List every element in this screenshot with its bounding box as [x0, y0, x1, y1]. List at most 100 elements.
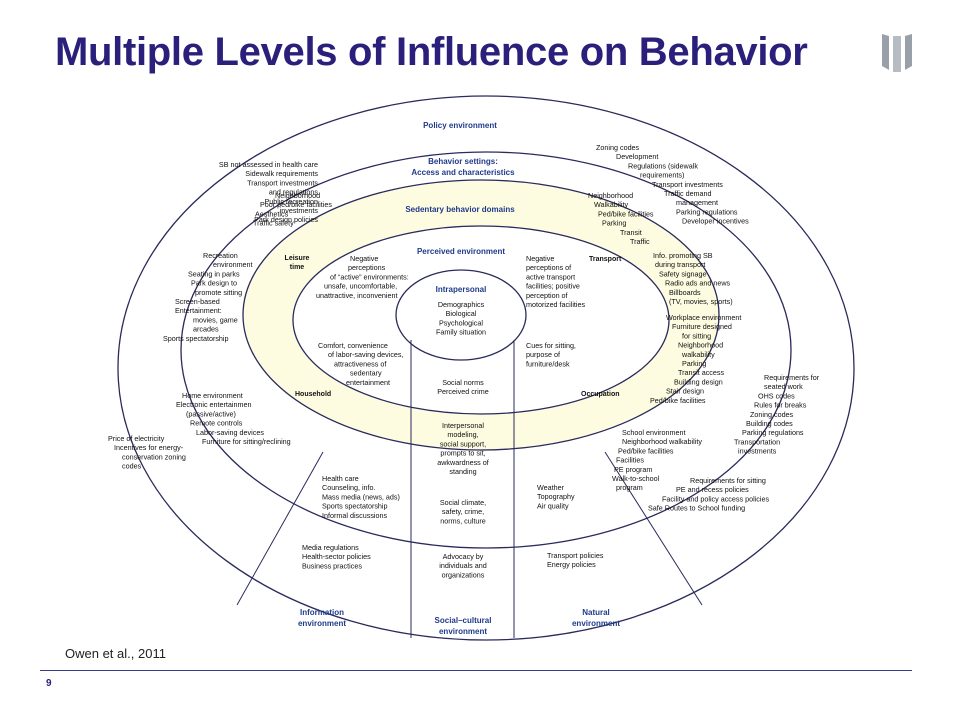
- perceived-right-top-line: perception of: [526, 291, 568, 300]
- settings-right-school-line: Ped/bike facilities: [618, 446, 674, 455]
- settings-left-mid-line: Park design to: [191, 279, 237, 288]
- settings-right-work-line: Workplace environment: [666, 313, 741, 322]
- footer-divider: [40, 670, 912, 671]
- intrapersonal-item-line: Demographics: [438, 300, 485, 309]
- policy-right-top-line: Traffic demand: [664, 189, 712, 198]
- settings-right-top-line: Neighborhood: [588, 191, 633, 200]
- column-interpersonal-line: standing: [449, 467, 476, 476]
- perceived-left-bottom-line: of labor-saving devices,: [328, 350, 404, 359]
- settings-right-work-line: Transit access: [678, 368, 724, 377]
- settings-right-work-line: Furniture designed: [672, 322, 732, 331]
- natural-lower-line: Transport policies: [547, 551, 604, 560]
- policy-ring: [117, 95, 855, 641]
- perceived-right-top-line: facilities; positive: [526, 282, 580, 291]
- citation: Owen et al., 2011: [65, 646, 166, 661]
- column-advocacy-line: organizations: [442, 570, 485, 579]
- perceived-left-top-line: unsafe, uncomfortable,: [324, 282, 397, 291]
- natural-upper-line: Weather: [537, 483, 565, 492]
- page-number: 9: [46, 678, 52, 689]
- settings-right-school-line: program: [616, 483, 643, 492]
- social-cultural-label-2: environment: [439, 627, 487, 636]
- policy-right-bottom-line: Facility and policy access policies: [662, 494, 769, 503]
- domain-leisure-2: time: [290, 264, 305, 271]
- intrapersonal-ring: [395, 269, 527, 361]
- policy-left-top-line: SB not assessed in health care: [219, 160, 318, 169]
- policy-right-top-line: Developer incentives: [682, 217, 749, 226]
- natural-label-2: environment: [572, 619, 620, 628]
- natural-lower-line: Energy policies: [547, 560, 596, 569]
- information-upper-line: Informal discussions: [322, 511, 388, 520]
- settings-right-top-line: Transit: [620, 228, 642, 237]
- settings-left-home-line: (passive/active): [186, 409, 236, 418]
- settings-right-mid-line: Radio ads and news: [665, 279, 731, 288]
- perceived-left-bottom-line: sedentary: [350, 369, 382, 378]
- policy-right-bottom-line: Safe Routes to School funding: [648, 504, 745, 513]
- policy-right-mid-line: seated work: [764, 382, 803, 391]
- column-social-climate-line: Social climate,: [440, 498, 486, 507]
- settings-right-work-line: Building design: [674, 377, 723, 386]
- settings-left-home-line: Electronic entertainmen: [176, 400, 252, 409]
- settings-left-mid-line: arcades: [193, 325, 219, 334]
- sedentary-label: Sedentary behavior domains: [405, 205, 515, 214]
- settings-left-home-line: Remote controls: [190, 419, 243, 428]
- information-upper-line: Health care: [322, 474, 359, 483]
- settings-right-top-line: Parking: [602, 219, 626, 228]
- policy-right-mid-line: investments: [738, 447, 777, 456]
- policy-right-top-line: management: [676, 198, 718, 207]
- column-interpersonal-line: modeling,: [447, 430, 478, 439]
- natural-label-1: Natural: [582, 608, 610, 617]
- perceived-right-bottom-line: Cues for sitting,: [526, 341, 576, 350]
- settings-left-mid-line: Entertainment:: [175, 306, 222, 315]
- settings-right-school-line: Neighborhood walkability: [622, 437, 702, 446]
- perceived-right-bottom-line: furniture/desk: [526, 359, 570, 368]
- policy-right-mid-line: Rules for breaks: [754, 401, 807, 410]
- settings-left-top-line: Traffic safety: [253, 219, 294, 228]
- natural-upper-line: Air quality: [537, 501, 569, 510]
- column-interpersonal-line: prompts to sit,: [440, 449, 485, 458]
- policy-right-mid-line: Requirements for: [764, 373, 820, 382]
- settings-right-school-line: School environment: [622, 428, 686, 437]
- domain-transport: Transport: [589, 256, 622, 263]
- column-advocacy-line: Advocacy by: [443, 552, 484, 561]
- domain-household: Household: [295, 391, 331, 398]
- settings-right-top-line: Traffic: [630, 237, 650, 246]
- settings-left-home-line: Furniture for sitting/reclining: [202, 437, 291, 446]
- perceived-left-top-line: Negative: [350, 254, 378, 263]
- settings-left-top-line: Aesthetics: [255, 209, 289, 218]
- divider-natural: [604, 451, 703, 606]
- policy-left-top-line: Park design policies: [254, 215, 318, 224]
- intrapersonal-item-line: Biological: [446, 309, 477, 318]
- information-lower-line: Media regulations: [302, 543, 359, 552]
- perceived-label: Perceived environment: [417, 247, 505, 256]
- settings-left-mid-line: Sports spectatorship: [163, 334, 229, 343]
- perceived-left-top-line: of “active” environments:: [330, 272, 409, 281]
- column-social-norms-line: Social norms: [442, 378, 484, 387]
- settings-left-mid-line: Seating in parks: [188, 269, 240, 278]
- policy-right-bottom-line: Requirements for sitting: [690, 476, 766, 485]
- divider-info: [236, 451, 324, 606]
- natural-upper-line: Topography: [537, 492, 575, 501]
- perceived-left-bottom-line: entertainment: [346, 378, 390, 387]
- information-lower-line: Business practices: [302, 561, 362, 570]
- policy-right-mid-line: Parking regulations: [742, 428, 804, 437]
- settings-right-top-line: Walkability: [594, 200, 628, 209]
- policy-right-mid-line: OHS codes: [758, 391, 795, 400]
- perceived-left-bottom-line: attractiveness of: [334, 359, 386, 368]
- settings-right-mid-line: Billboards: [669, 288, 701, 297]
- policy-right-top-line: Parking regulations: [676, 207, 738, 216]
- column-social-climate-line: norms, culture: [440, 516, 486, 525]
- settings-right-work-line: walkability: [681, 350, 715, 359]
- settings-left-home-line: Labor-saving devices: [196, 428, 264, 437]
- perceived-left-top-line: perceptions: [348, 263, 386, 272]
- slide-title: Multiple Levels of Influence on Behavior: [55, 30, 808, 74]
- policy-right-top-line: Zoning codes: [596, 143, 640, 152]
- settings-right-top-line: Ped/bike facilities: [598, 209, 654, 218]
- settings-right-mid-line: Info. promoting SB: [653, 251, 713, 260]
- information-label-1: Information: [300, 608, 344, 617]
- settings-right-school-line: Walk-to-school: [612, 474, 660, 483]
- settings-ring: [180, 151, 792, 549]
- information-upper-line: Counseling, info.: [322, 483, 376, 492]
- column-interpersonal-line: social support,: [440, 439, 486, 448]
